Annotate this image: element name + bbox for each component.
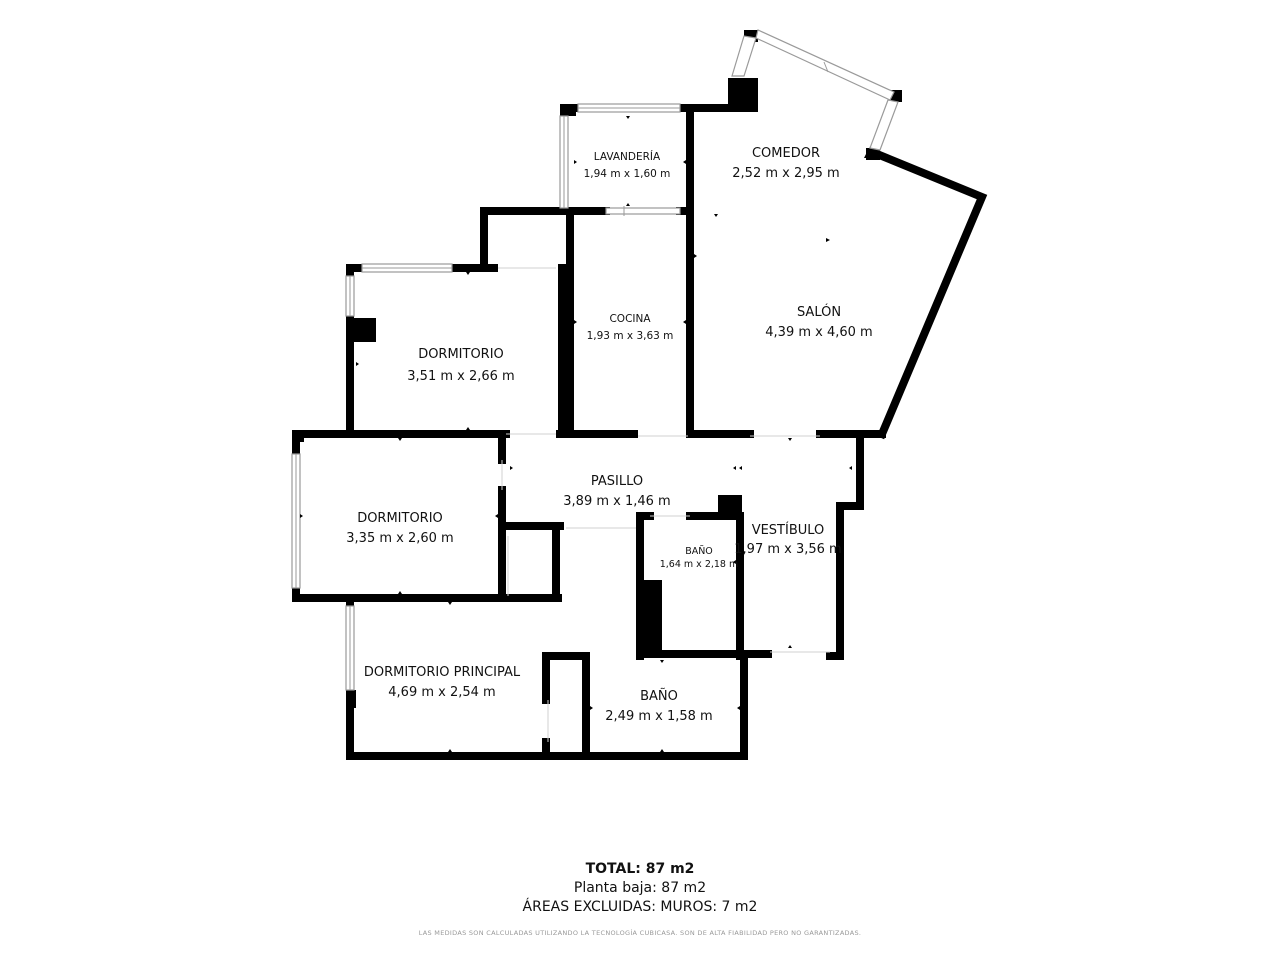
opening-laundry-kitchen	[605, 207, 681, 215]
room-name-comedor: COMEDOR	[752, 146, 820, 161]
block-salon-ne	[866, 148, 880, 160]
room-name-pasillo: PASILLO	[591, 474, 643, 489]
shaft-bano1	[636, 580, 662, 656]
room-name-cocina: COCINA	[609, 313, 651, 325]
room-dims-vestibulo: 1,97 m x 3,56 m	[734, 542, 841, 557]
wall-salon-east	[866, 146, 988, 440]
window-mullions	[295, 61, 829, 690]
column-bedroom1	[346, 318, 376, 342]
room-name-vestibulo: VESTÍBULO	[752, 522, 825, 538]
ground-floor-area: Planta baja: 87 m2	[573, 880, 707, 896]
wall-bedroom1-north-notch	[480, 207, 574, 272]
block-laundry-nw	[560, 104, 576, 116]
room-name-lavanderia: LAVANDERÍA	[594, 150, 661, 163]
total-area: TOTAL: 87 m2	[585, 861, 695, 877]
room-dims-comedor: 2,52 m x 2,95 m	[732, 166, 839, 181]
walls	[292, 104, 988, 760]
room-name-salon: SALÓN	[797, 304, 841, 320]
openings	[498, 267, 830, 742]
room-dims-lavanderia: 1,94 m x 1,60 m	[584, 168, 671, 180]
room-name-bano-2: BAÑO	[640, 688, 678, 704]
wall-blocks	[292, 30, 902, 708]
room-dims-dormitorio-2: 3,35 m x 2,60 m	[346, 531, 453, 546]
room-dims-bano-1: 1,64 m x 2,18 m	[660, 559, 739, 570]
room-name-dormitorio-principal: DORMITORIO PRINCIPAL	[364, 665, 521, 680]
room-name-dormitorio-2: DORMITORIO	[357, 511, 443, 526]
room-labels: LAVANDERÍA 1,94 m x 1,60 m COMEDOR 2,52 …	[346, 146, 872, 724]
wall-closet-master	[542, 652, 590, 704]
block-bedroom2-nw	[292, 430, 304, 442]
column-vestibulo	[718, 495, 742, 519]
room-dims-pasillo: 3,89 m x 1,46 m	[563, 494, 670, 509]
window-comedor-nw	[731, 35, 757, 77]
area-summary: TOTAL: 87 m2 Planta baja: 87 m2 ÁREAS EX…	[0, 860, 1280, 917]
measurement-markers	[300, 116, 956, 752]
window-comedor-ne	[869, 99, 899, 151]
room-name-bano-1: BAÑO	[685, 546, 713, 557]
room-dims-bano-2: 2,49 m x 1,58 m	[605, 709, 712, 724]
room-dims-dormitorio-principal: 4,69 m x 2,54 m	[388, 685, 495, 700]
column-comedor	[728, 78, 758, 112]
disclaimer: LAS MEDIDAS SON CALCULADAS UTILIZANDO LA…	[418, 929, 862, 937]
column-bano1-top	[636, 520, 644, 580]
excluded-areas: ÁREAS EXCLUIDAS: MUROS: 7 m2	[522, 899, 758, 915]
windows	[291, 29, 899, 691]
room-name-dormitorio-1: DORMITORIO	[418, 347, 504, 362]
room-dims-cocina: 1,93 m x 3,63 m	[587, 330, 674, 342]
column-master	[346, 690, 356, 708]
room-dims-dormitorio-1: 3,51 m x 2,66 m	[407, 369, 514, 384]
room-dims-salon: 4,39 m x 4,60 m	[765, 325, 872, 340]
wall-vestibulo-east	[826, 430, 864, 660]
